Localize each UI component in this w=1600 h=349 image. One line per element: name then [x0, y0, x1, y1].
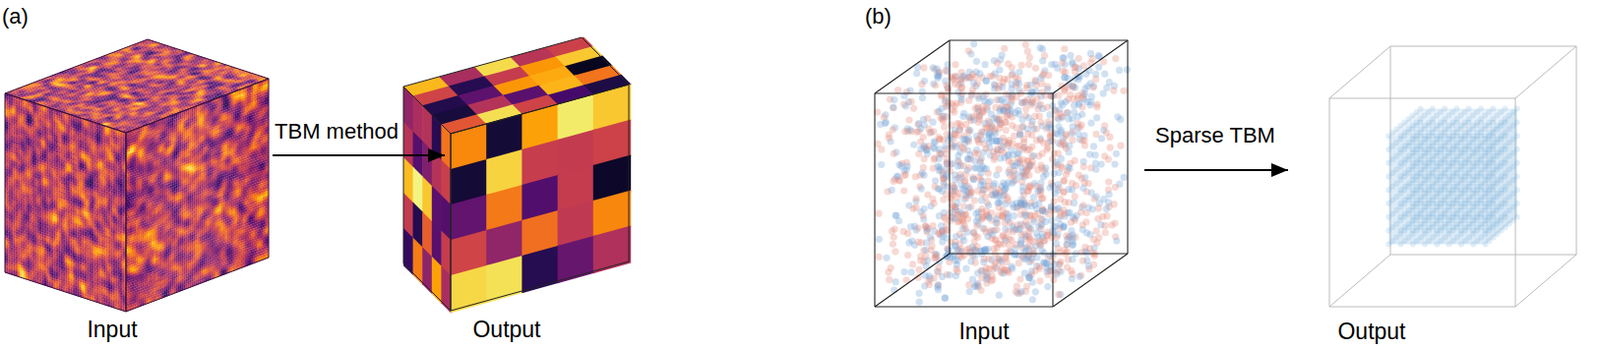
figure-stage: InputOutputInputOutputTBM methodSparse T… [0, 0, 1600, 349]
